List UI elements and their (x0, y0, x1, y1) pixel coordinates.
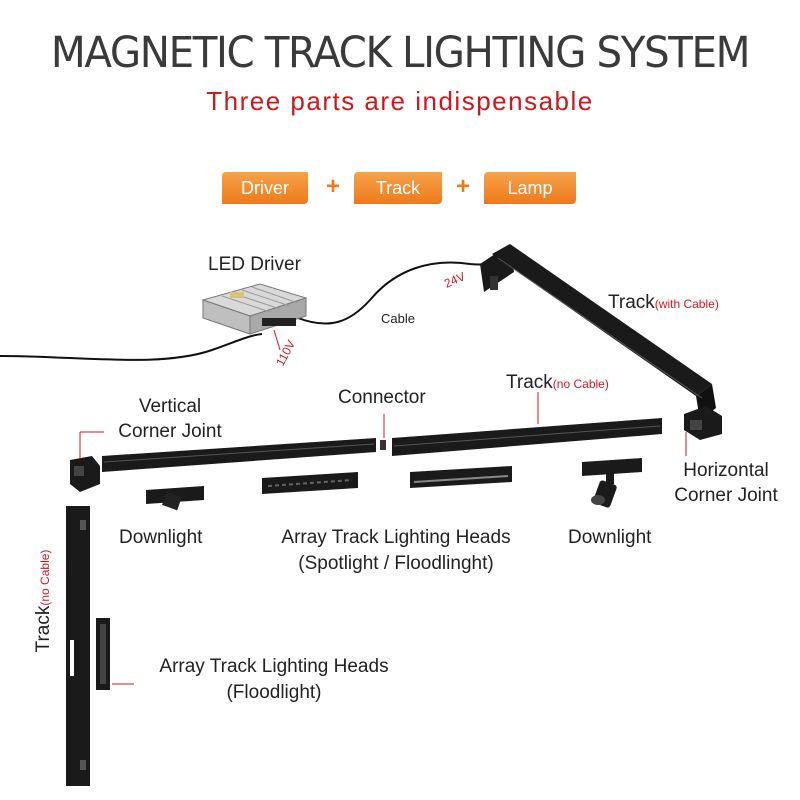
power-cord (0, 333, 263, 361)
label-array-spot-line1: Array Track Lighting Heads (281, 527, 511, 548)
vertical-corner-joint-part (70, 456, 100, 492)
track-with-cable-note: (with Cable) (654, 297, 719, 311)
label-horizontal-line1: Horizontal (683, 460, 769, 481)
led-driver-unit (201, 283, 308, 335)
label-downlight-right: Downlight (568, 527, 652, 548)
connector-part (380, 440, 386, 450)
label-led-driver: LED Driver (208, 254, 301, 275)
label-array-flood-line2: (Floodlight) (226, 682, 322, 703)
part-pill-driver: Driver (222, 172, 308, 204)
vertical-track-note: (no Cable) (38, 549, 52, 606)
part-pill-lamp: Lamp (484, 172, 576, 204)
track-with-cable-text: Track (608, 292, 655, 313)
vertical-track-text: Track (33, 605, 54, 653)
label-array-spot-line2: (Spotlight / Floodlinght) (298, 553, 494, 574)
label-connector: Connector (338, 387, 426, 408)
page-title: MAGNETIC TRACK LIGHTING SYSTEM (50, 28, 751, 78)
label-array-flood-line1: Array Track Lighting Heads (159, 656, 389, 677)
horizontal-corner-joint-part (684, 406, 722, 440)
plus-sign-1: + (326, 173, 341, 200)
label-cable: Cable (381, 311, 415, 326)
array-spot-head (262, 472, 358, 494)
label-downlight-left: Downlight (119, 527, 203, 548)
downlight-left-part (146, 486, 204, 511)
label-vertical-track: Track(no Cable) (33, 549, 55, 653)
vertical-track (66, 506, 90, 786)
page-subtitle: Three parts are indispensable (206, 86, 594, 116)
track-no-cable-note: (no Cable) (552, 377, 609, 391)
track-right-horizontal (392, 418, 662, 456)
track-with-cable (480, 244, 716, 420)
label-vertical-line1: Vertical (138, 396, 202, 417)
track-left-horizontal (102, 438, 376, 472)
part-pill-track: Track (354, 172, 442, 204)
callout-lines (79, 329, 687, 685)
label-track-no-cable: Track(no Cable) (506, 372, 609, 394)
label-horizontal-line2: Corner Joint (674, 485, 778, 506)
track-no-cable-text: Track (506, 372, 553, 393)
label-vertical-line2: Corner Joint (118, 421, 222, 442)
plus-sign-2: + (456, 173, 471, 200)
label-track-with-cable: Track(with Cable) (608, 292, 719, 314)
array-flood-head (410, 466, 512, 488)
downlight-right-part (582, 458, 642, 508)
array-floodlight-vertical (96, 618, 110, 690)
